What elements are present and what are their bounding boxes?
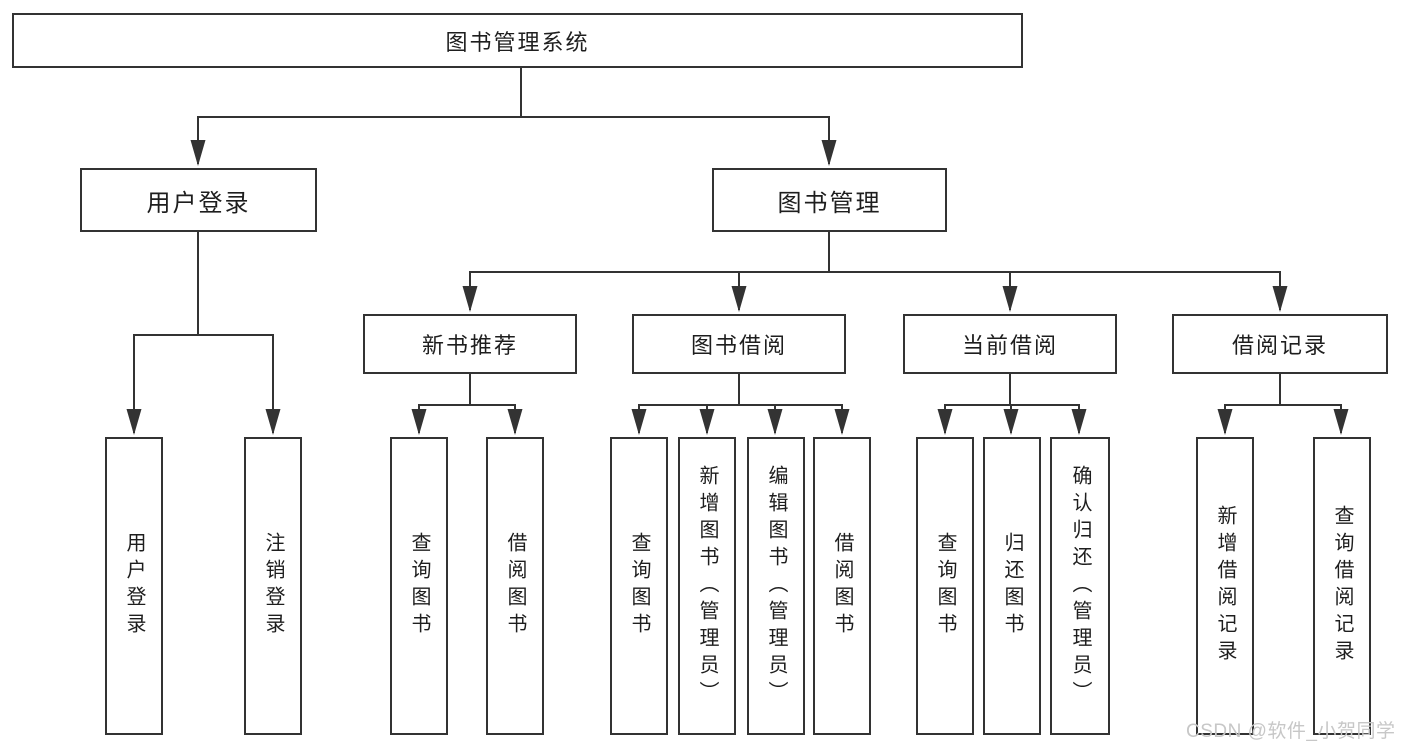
node-root: 图书管理系统 <box>12 13 1023 68</box>
connector-book-management-children <box>462 232 1288 312</box>
leaf-borrow-book: 借阅图书 <box>813 437 871 735</box>
leaf-query-book-recommend-label: 查询图书 <box>408 532 430 640</box>
leaf-user-login: 用户登录 <box>105 437 163 735</box>
leaf-return-book-label: 归还图书 <box>1001 532 1023 640</box>
leaf-query-book-current-label: 查询图书 <box>934 532 956 640</box>
leaf-query-book-recommend: 查询图书 <box>390 437 448 735</box>
node-book-borrow-label: 图书借阅 <box>690 333 787 358</box>
leaf-query-book-current: 查询图书 <box>916 437 974 735</box>
leaf-confirm-return-admin: 确认归还（管理员） <box>1050 437 1110 735</box>
connector-borrow-children <box>631 374 850 435</box>
node-borrow-records: 借阅记录 <box>1172 314 1388 374</box>
leaf-query-book-borrow: 查询图书 <box>610 437 668 735</box>
node-user-login: 用户登录 <box>80 168 317 232</box>
connector-current-children <box>937 374 1087 435</box>
node-user-login-label: 用户登录 <box>146 189 251 217</box>
leaf-edit-book-admin: 编辑图书（管理员） <box>747 437 805 735</box>
node-current-borrow-label: 当前借阅 <box>961 333 1058 358</box>
connector-records-children <box>1217 374 1349 435</box>
connector-root-to-level2 <box>190 68 837 166</box>
node-book-borrow: 图书借阅 <box>632 314 846 374</box>
leaf-borrow-book-label: 借阅图书 <box>831 532 853 640</box>
leaf-edit-book-admin-label: 编辑图书（管理员） <box>765 464 787 708</box>
leaf-add-book-admin-label: 新增图书（管理员） <box>696 464 718 708</box>
node-book-management-label: 图书管理 <box>777 189 882 217</box>
leaf-query-book-borrow-label: 查询图书 <box>628 532 650 640</box>
node-borrow-records-label: 借阅记录 <box>1231 333 1328 358</box>
leaf-confirm-return-admin-label: 确认归还（管理员） <box>1069 464 1091 708</box>
leaf-logout-label: 注销登录 <box>262 532 284 640</box>
node-root-label: 图书管理系统 <box>445 29 590 55</box>
node-new-book-recommend: 新书推荐 <box>363 314 577 374</box>
leaf-user-login-label: 用户登录 <box>123 532 145 640</box>
node-current-borrow: 当前借阅 <box>903 314 1117 374</box>
leaf-add-book-admin: 新增图书（管理员） <box>678 437 736 735</box>
leaf-query-borrow-record-label: 查询借阅记录 <box>1331 505 1353 667</box>
connector-user-login-children <box>126 232 281 435</box>
leaf-borrow-book-recommend: 借阅图书 <box>486 437 544 735</box>
leaf-add-borrow-record-label: 新增借阅记录 <box>1214 505 1236 667</box>
csdn-watermark: CSDN @软件_小贺同学 <box>1186 721 1396 742</box>
leaf-query-borrow-record: 查询借阅记录 <box>1313 437 1371 735</box>
leaf-return-book: 归还图书 <box>983 437 1041 735</box>
connector-recommend-children <box>411 374 523 435</box>
node-new-book-recommend-label: 新书推荐 <box>421 333 518 358</box>
node-book-management: 图书管理 <box>712 168 947 232</box>
leaf-borrow-book-recommend-label: 借阅图书 <box>504 532 526 640</box>
leaf-add-borrow-record: 新增借阅记录 <box>1196 437 1254 735</box>
leaf-logout: 注销登录 <box>244 437 302 735</box>
